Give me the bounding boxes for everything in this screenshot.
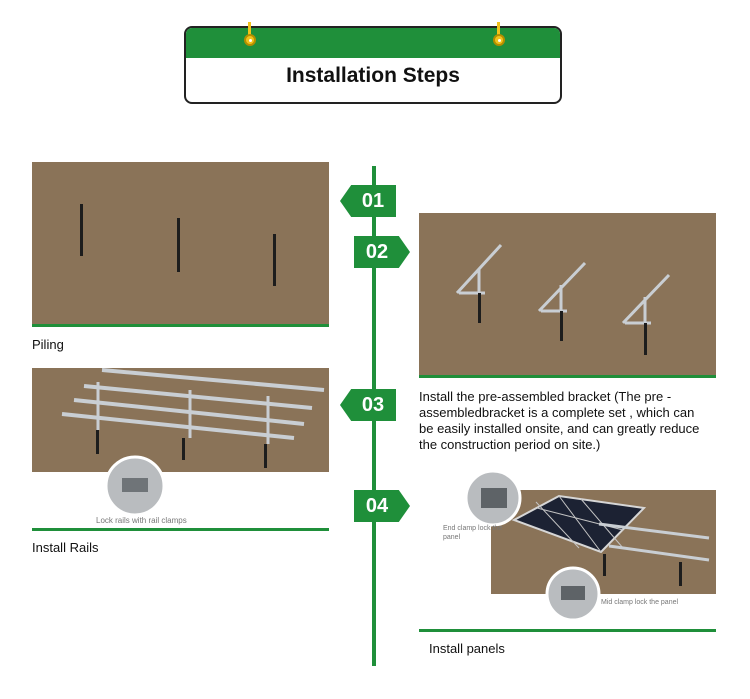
step-04-caption: Install panels bbox=[429, 641, 505, 656]
piling-illustration bbox=[80, 204, 276, 286]
bracket-image bbox=[419, 213, 716, 378]
step-01-caption: Piling bbox=[32, 337, 64, 352]
panels-illustration bbox=[464, 469, 710, 622]
step-02-caption: Install the pre-assembled bracket (The p… bbox=[419, 389, 700, 452]
bracket-illustration bbox=[455, 243, 671, 355]
step-03-badge: 03 bbox=[340, 389, 396, 421]
step-01-badge: 01 bbox=[340, 185, 396, 217]
panels-image: End clamp lock the panel Mid clamp lock … bbox=[419, 468, 716, 632]
step-04-badge: 04 bbox=[354, 490, 410, 522]
step-03-caption: Install Rails bbox=[32, 540, 99, 555]
page-title: Installation Steps bbox=[286, 64, 460, 87]
rails-image: Lock rails with rail clamps bbox=[32, 368, 329, 531]
rails-inset-label: Lock rails with rail clamps bbox=[96, 516, 187, 525]
rails-illustration bbox=[61, 368, 325, 517]
panels-inset-label-2: Mid clamp lock the panel bbox=[601, 599, 679, 606]
title-banner: Installation Steps bbox=[184, 26, 562, 104]
pin-icon bbox=[244, 34, 256, 46]
piling-image bbox=[32, 162, 329, 327]
pin-stem bbox=[248, 22, 251, 36]
panels-inset-label-1: End clamp lock the panel bbox=[443, 525, 503, 541]
step-02-badge: 02 bbox=[354, 236, 410, 268]
pin-stem bbox=[497, 22, 500, 36]
pin-icon bbox=[493, 34, 505, 46]
